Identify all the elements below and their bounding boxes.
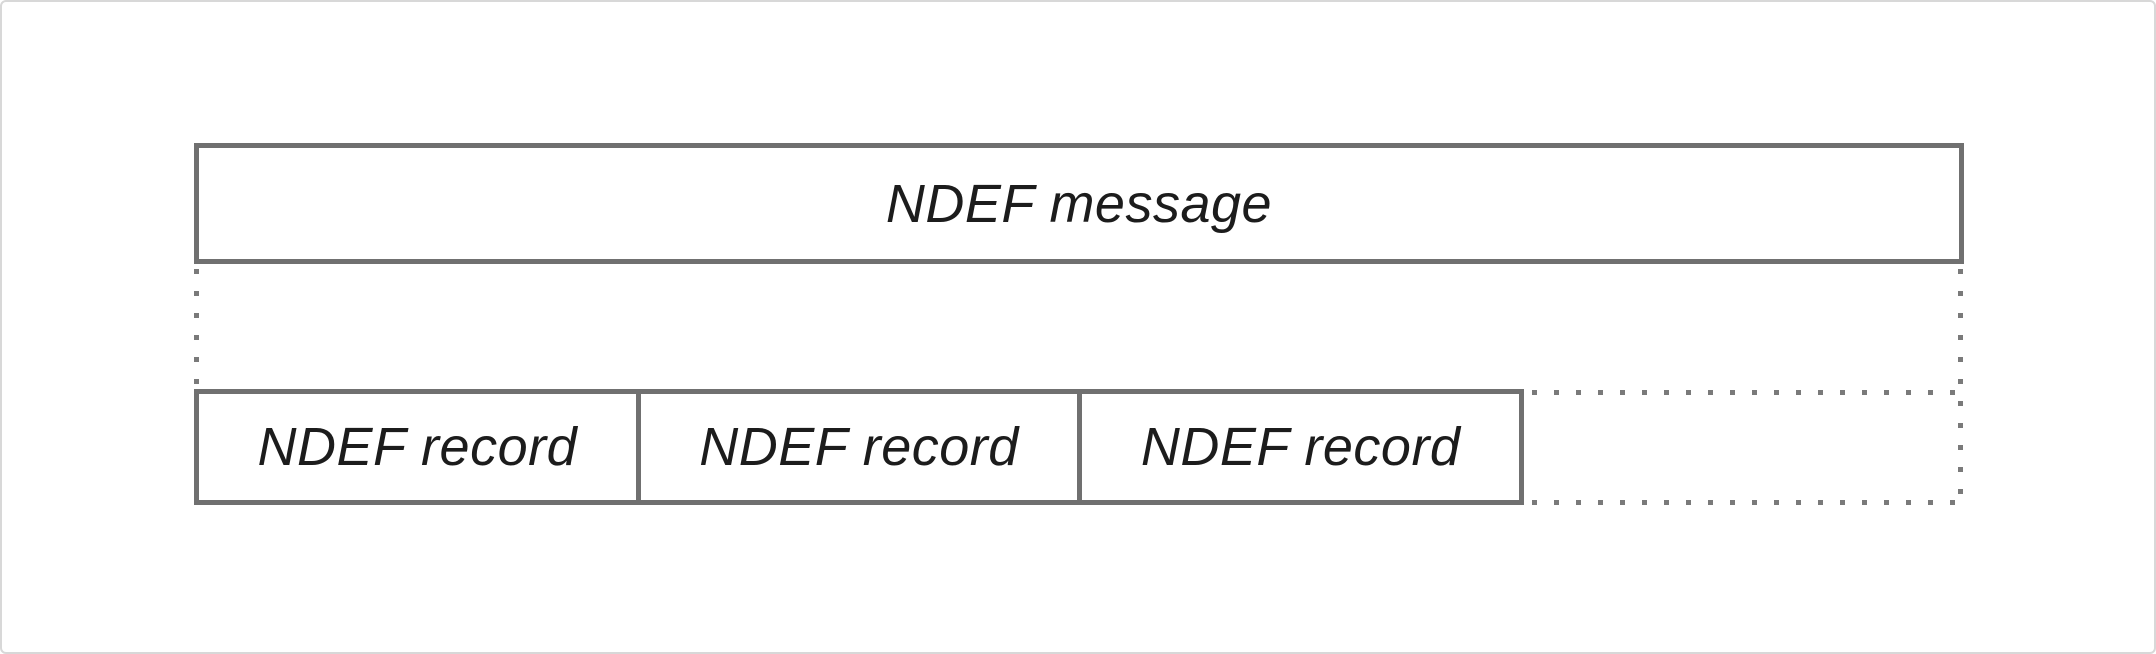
ndef-record-label: NDEF record — [257, 417, 578, 477]
continuation-dotted-top-edge — [1532, 390, 1958, 395]
ndef-message-label: NDEF message — [885, 173, 1273, 234]
ndef-message-box: NDEF message — [194, 143, 1964, 264]
ndef-record-box: NDEF record — [641, 394, 1083, 500]
continuation-dotted-bottom-edge — [1532, 500, 1958, 505]
ndef-record-box: NDEF record — [199, 394, 641, 500]
ndef-record-box: NDEF record — [1082, 394, 1519, 500]
dotted-connector-right — [1958, 269, 1963, 505]
ndef-record-label: NDEF record — [1140, 417, 1461, 477]
ndef-record-row: NDEF record NDEF record NDEF record — [194, 389, 1524, 505]
dotted-connector-left — [194, 269, 199, 387]
ndef-record-label: NDEF record — [699, 417, 1019, 477]
